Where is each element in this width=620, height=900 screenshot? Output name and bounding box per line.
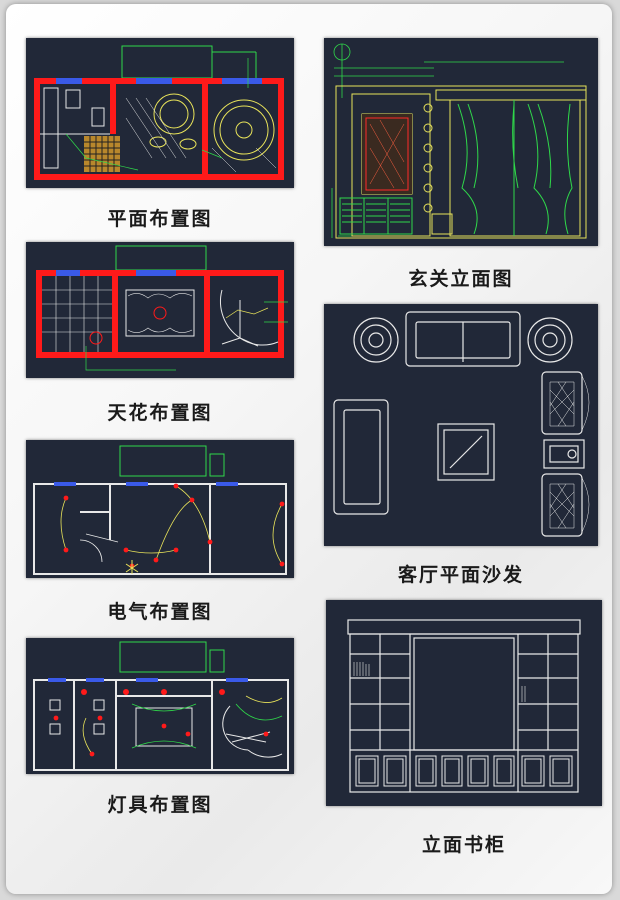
- living-room-sofa-caption: 客厅平面沙发: [397, 564, 524, 586]
- bookcase-elevation-drawing: [326, 600, 602, 806]
- bookcase-elevation-caption: 立面书柜: [421, 834, 506, 856]
- floor-plan-caption: 平面布置图: [107, 208, 213, 230]
- entrance-elevation-caption: 玄关立面图: [408, 268, 514, 290]
- living-room-sofa-drawing: [324, 304, 598, 546]
- ceiling-plan-drawing: [26, 242, 294, 378]
- electrical-plan-drawing: [26, 440, 294, 578]
- entrance-elevation-drawing: [324, 38, 598, 246]
- electrical-plan-caption: 电气布置图: [107, 601, 213, 623]
- lighting-plan-drawing: [26, 638, 294, 774]
- lighting-plan-caption: 灯具布置图: [107, 794, 213, 816]
- floor-plan-drawing: [26, 38, 294, 188]
- ceiling-plan-caption: 天花布置图: [107, 402, 213, 424]
